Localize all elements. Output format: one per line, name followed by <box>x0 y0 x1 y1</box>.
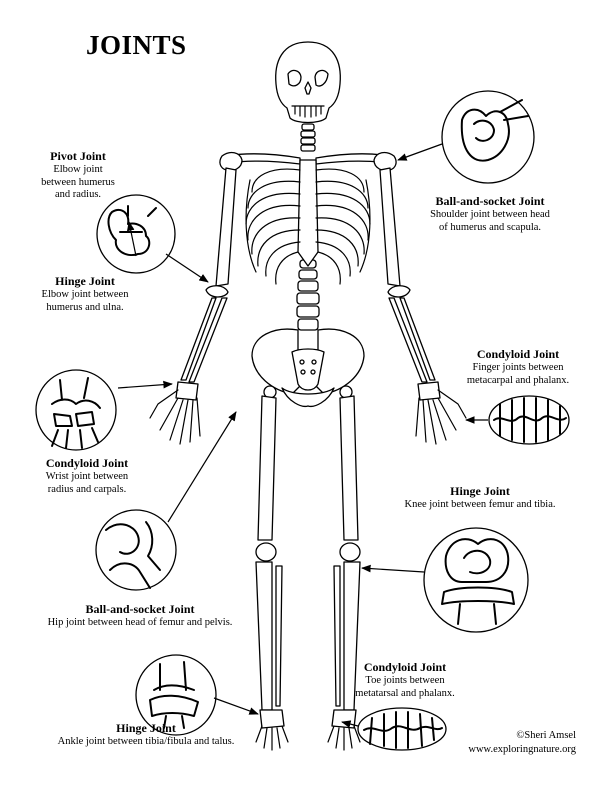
finger-joint-closeup <box>488 395 570 445</box>
arrow-shoulder <box>397 143 443 161</box>
label-line: humerus and ulna. <box>46 301 124 313</box>
toe-joint-closeup <box>357 707 447 751</box>
knee-joint-closeup <box>423 527 529 633</box>
label-line: Toe joints between <box>365 675 445 686</box>
label-line: radius and carpals. <box>47 483 127 495</box>
label-ball-socket-shoulder: Ball-and-socket Joint Shoulder joint bet… <box>410 194 570 234</box>
label-line: Shoulder joint between head <box>430 209 550 220</box>
label-heading: Hinge Joint <box>450 484 510 498</box>
label-condyloid-toe: Condyloid Joint Toe joints between metat… <box>340 660 470 700</box>
label-hinge-knee: Hinge Joint Knee joint between femur and… <box>384 484 576 512</box>
label-line: Hip joint between head of femur and pelv… <box>47 617 233 628</box>
feet <box>255 709 361 751</box>
label-hinge-ankle: Hinge Joint Ankle joint between tibia/fi… <box>30 721 262 749</box>
rib-cage <box>245 159 371 285</box>
label-line: Elbow joint <box>53 164 103 175</box>
arrow-pivot <box>126 221 137 257</box>
label-heading: Condyloid Joint <box>45 456 129 470</box>
label-condyloid-wrist: Condyloid Joint Wrist joint between radi… <box>28 456 146 496</box>
skull <box>275 41 341 124</box>
shoulders <box>219 151 397 172</box>
label-line: metatarsal and phalanx. <box>355 687 455 699</box>
hands <box>149 381 467 445</box>
label-ball-socket-hip: Ball-and-socket Joint Hip joint between … <box>12 602 268 630</box>
arrow-knee <box>361 564 425 573</box>
wrist-joint-closeup <box>35 369 117 451</box>
skeleton <box>149 41 467 751</box>
label-line: of humerus and scapula. <box>438 221 542 233</box>
label-heading: Ball-and-socket Joint <box>435 194 545 208</box>
pivot-joint-closeup <box>96 194 176 274</box>
arrow-ankle <box>213 697 259 715</box>
author-credit: ©Sheri Amsel <box>516 730 576 741</box>
label-heading: Condyloid Joint <box>476 347 560 361</box>
shoulder-joint-closeup <box>441 90 535 184</box>
arms <box>180 167 436 383</box>
legs <box>255 395 361 711</box>
arrow-elbow <box>165 253 209 283</box>
credit: ©Sheri Amsel www.exploringnature.org <box>468 729 576 757</box>
label-hinge-elbow: Hinge Joint Elbow joint between humerus … <box>28 274 142 314</box>
label-line: Ankle joint between tibia/fibula and tal… <box>57 736 235 747</box>
label-line: Elbow joint between <box>41 289 129 300</box>
label-line: Knee joint between femur and tibia. <box>404 499 556 510</box>
spine <box>296 123 320 331</box>
label-pivot-joint: Pivot Joint Elbow joint between humerus … <box>26 149 130 202</box>
arrow-wrist <box>117 380 173 389</box>
label-line: Finger joints between <box>472 362 564 373</box>
label-heading: Condyloid Joint <box>363 660 447 674</box>
label-heading: Ball-and-socket Joint <box>85 602 195 616</box>
label-condyloid-finger: Condyloid Joint Finger joints between me… <box>452 347 584 387</box>
pelvis <box>251 328 365 408</box>
arrow-toe <box>341 720 359 728</box>
pointer-arrows <box>117 143 488 728</box>
label-heading: Hinge Joint <box>116 721 176 735</box>
label-heading: Pivot Joint <box>50 149 106 163</box>
website-credit: www.exploringnature.org <box>468 744 576 755</box>
ankle-joint-closeup <box>135 654 217 736</box>
arrow-hip <box>167 411 237 523</box>
label-line: and radius. <box>54 189 102 200</box>
label-heading: Hinge Joint <box>55 274 115 288</box>
label-line: between humerus <box>41 176 115 188</box>
label-line: Wrist joint between <box>45 471 129 482</box>
hip-joint-closeup <box>95 509 177 591</box>
page-title: JOINTS <box>86 30 187 60</box>
label-line: metacarpal and phalanx. <box>466 374 570 386</box>
